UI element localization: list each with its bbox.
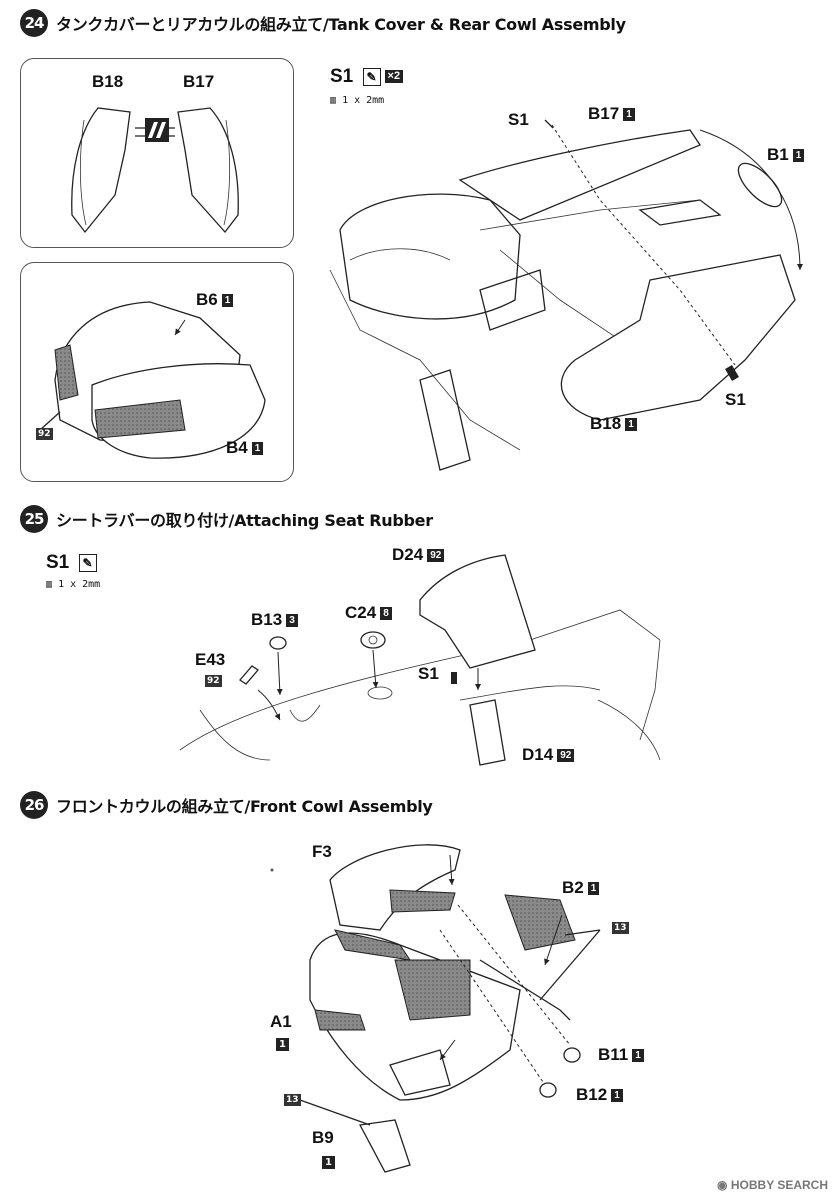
- watermark: ◉ HOBBY SEARCH: [717, 1178, 828, 1192]
- screw-icon: ▥: [46, 579, 53, 590]
- label-b17: B17: [183, 72, 215, 91]
- label-a1: A1: [270, 1012, 292, 1031]
- tail-unit-drawing: [39, 301, 266, 459]
- step-title: シートラバーの取り付け/Attaching Seat Rubber: [56, 511, 433, 530]
- seat-rubber-drawing: [179, 554, 661, 766]
- label-f3: F3: [312, 842, 332, 861]
- label-b9: B9: [312, 1128, 334, 1147]
- label-s1: S1: [418, 664, 439, 683]
- label-s1-bottom: S1: [725, 390, 746, 409]
- panel-rear-cowl-halves: [20, 58, 294, 248]
- screw-icon: ▥: [330, 95, 337, 106]
- step-title: タンクカバーとリアカウルの組み立て/Tank Cover & Rear Cowl…: [56, 15, 626, 34]
- label-b18: B18: [92, 72, 124, 91]
- step-number: 24: [20, 9, 48, 37]
- tank-cover-main-drawing: [329, 119, 803, 471]
- screw-spec: ▥ 1 x 2mm: [46, 579, 101, 590]
- step-26-header: 26 フロントカウルの組み立て/Front Cowl Assembly: [20, 790, 820, 820]
- rear-cowl-halves-drawing: [71, 107, 239, 234]
- screwdriver-icon: ✎: [362, 67, 381, 86]
- paint-code-92: 92: [36, 428, 53, 440]
- qty-b9: 1: [322, 1156, 335, 1169]
- screw-s1-label: S1 ✎: [46, 552, 97, 574]
- screw-s1-label: S1 ✎×2: [330, 66, 404, 88]
- label-e43: E43: [195, 650, 226, 669]
- qty-a1: 1: [276, 1038, 289, 1051]
- step-number: 26: [20, 791, 48, 819]
- paint-code-e43: 92: [205, 675, 222, 687]
- step-number: 25: [20, 505, 48, 533]
- screwdriver-icon: ✎: [78, 553, 97, 572]
- panel-tail-unit: [20, 262, 294, 482]
- step-24-header: 24 タンクカバーとリアカウルの組み立て/Tank Cover & Rear C…: [20, 8, 820, 38]
- step-25-header: 25 シートラバーの取り付け/Attaching Seat Rubber: [20, 504, 820, 534]
- paint-code-13-b9: 13: [284, 1094, 301, 1106]
- hobby-search-logo-icon: ◉: [717, 1178, 728, 1192]
- step-title: フロントカウルの組み立て/Front Cowl Assembly: [56, 797, 433, 816]
- front-cowl-drawing: [270, 844, 601, 1173]
- screw-spec: ▥ 1 x 2mm: [330, 95, 385, 106]
- paint-code-13: 13: [612, 922, 629, 934]
- label-s1-top: S1: [508, 110, 529, 129]
